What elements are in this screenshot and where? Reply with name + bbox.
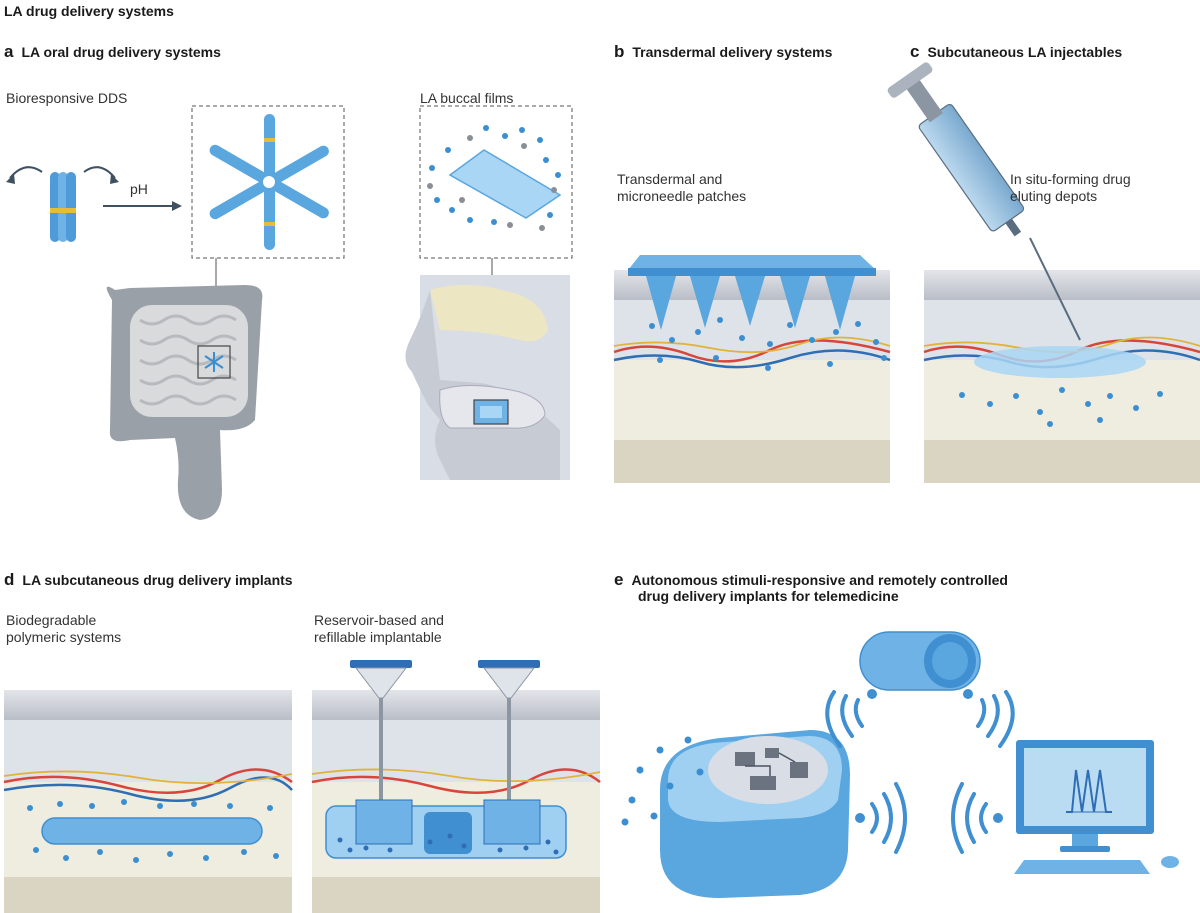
ph-label: pH xyxy=(130,181,148,197)
mouth-film-marker xyxy=(473,399,509,425)
zoom-box-dds xyxy=(191,105,345,259)
refill-port-left xyxy=(350,660,412,828)
biodegradable-label-line1: Biodegradable xyxy=(6,612,97,628)
mouse xyxy=(1161,856,1179,868)
panel-e-title-line2: drug delivery implants for telemedicine xyxy=(638,588,899,604)
panel-e-heading: e Autonomous stimuli-responsive and remot… xyxy=(614,570,1008,590)
biodegradable-implant-illustration xyxy=(3,690,293,913)
bioresponsive-dds-illustration xyxy=(6,105,345,520)
telemedicine-illustration xyxy=(621,631,1179,898)
panel-a-letter: a xyxy=(4,42,14,61)
wireless-signal-capsule-left xyxy=(825,689,877,748)
wireless-signal-monitor xyxy=(951,782,1003,854)
figure-title: LA drug delivery systems xyxy=(4,3,174,19)
implant-device xyxy=(660,730,850,898)
reservoir-label-line1: Reservoir-based and xyxy=(314,612,444,628)
panel-c-heading: c Subcutaneous LA injectables xyxy=(910,42,1122,62)
expanded-star-device xyxy=(209,114,329,250)
panel-c-title: Subcutaneous LA injectables xyxy=(927,44,1123,60)
transdermal-illustration xyxy=(613,255,891,483)
refill-port-right xyxy=(478,660,540,828)
depots-label-line2: eluting depots xyxy=(1010,188,1098,204)
panel-b-title: Transdermal delivery systems xyxy=(632,44,833,60)
transdermal-label-line2: microneedle patches xyxy=(617,188,747,204)
buccal-film xyxy=(448,149,562,219)
transdermal-label-line1: Transdermal and xyxy=(617,171,723,187)
reservoir-device xyxy=(325,799,567,859)
zoom-box-buccal xyxy=(419,105,573,259)
panel-a-heading: a LA oral drug delivery systems xyxy=(4,42,221,62)
wireless-signal-capsule-right xyxy=(963,689,1015,748)
panel-a-title: LA oral drug delivery systems xyxy=(21,44,221,60)
rod-implant xyxy=(41,817,263,845)
panel-b-heading: b Transdermal delivery systems xyxy=(614,42,832,62)
keyboard xyxy=(1014,860,1150,874)
capsule-device xyxy=(859,631,981,691)
reservoir-implant-illustration xyxy=(311,660,601,913)
wireless-signal-implant xyxy=(855,782,907,854)
panel-e-letter: e xyxy=(614,570,624,589)
rotate-left-arrow xyxy=(9,166,43,179)
head-cross-section xyxy=(405,275,570,480)
depots-label-line1: In situ-forming drug xyxy=(1010,171,1131,187)
panel-d-title: LA subcutaneous drug delivery implants xyxy=(22,572,293,588)
panel-b-letter: b xyxy=(614,42,625,61)
bioresponsive-dds-label: Bioresponsive DDS xyxy=(6,90,128,106)
reservoir-label-line2: refillable implantable xyxy=(314,629,442,645)
panel-e-title-line1: Autonomous stimuli-responsive and remote… xyxy=(631,572,1008,588)
buccal-film-illustration xyxy=(405,105,573,480)
biodegradable-label-line2: polymeric systems xyxy=(6,629,122,645)
buccal-films-label: LA buccal films xyxy=(420,90,514,106)
drug-depot xyxy=(974,346,1146,378)
panel-d-letter: d xyxy=(4,570,15,589)
folded-capsule xyxy=(50,172,76,242)
injectable-illustration xyxy=(887,62,1200,483)
panel-c-letter: c xyxy=(910,42,920,61)
intestine xyxy=(106,285,263,520)
panel-d-heading: d LA subcutaneous drug delivery implants xyxy=(4,570,293,590)
rotate-right-arrow xyxy=(83,166,116,179)
microneedle-patch xyxy=(628,255,876,330)
monitor-computer xyxy=(1014,740,1179,874)
